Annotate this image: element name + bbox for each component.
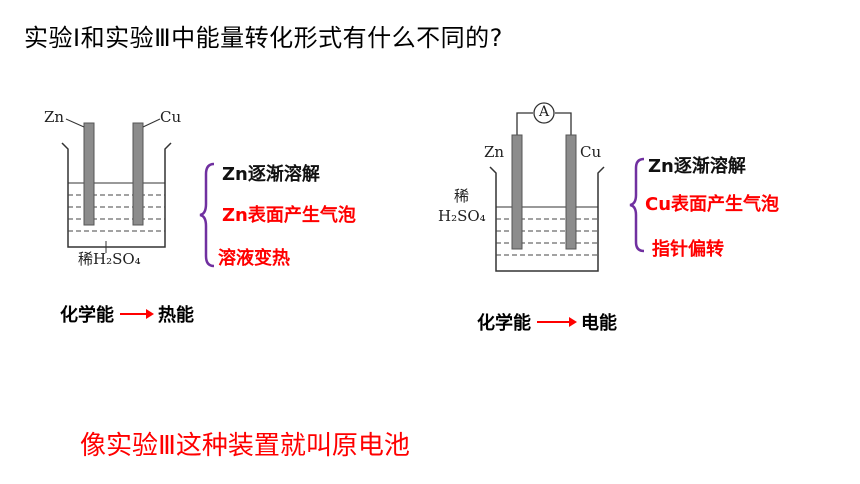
exp3-observation-3: 指针偏转 (652, 239, 724, 260)
ammeter-symbol: A (539, 104, 550, 120)
exp1-observation-1: Zn逐渐溶解 (222, 164, 320, 185)
arrow-right-icon (537, 317, 577, 327)
exp1-solution-label: 稀H₂SO₄ (78, 250, 141, 268)
exp1-observation-2: Zn表面产生气泡 (222, 205, 356, 226)
exp3-conversion-from: 化学能 (477, 313, 531, 334)
exp3-solution-label-2: H₂SO₄ (438, 207, 486, 225)
arrow-right-icon (120, 309, 154, 319)
exp3-energy-conversion: 化学能 电能 (477, 309, 617, 335)
exp3-solution-label-1: 稀 (454, 187, 470, 205)
experiment3-apparatus (489, 102, 605, 272)
exp1-conversion-to: 热能 (158, 305, 194, 326)
exp3-zn-label: Zn (484, 143, 505, 161)
exp1-observation-3: 溶液变热 (218, 248, 290, 269)
question-title: 实验Ⅰ和实验Ⅲ中能量转化形式有什么不同的? (24, 24, 503, 52)
exp1-conversion-from: 化学能 (60, 305, 114, 326)
exp3-brace-icon (629, 157, 645, 253)
exp1-cu-label: Cu (160, 108, 182, 126)
exp3-conversion-to: 电能 (581, 313, 617, 334)
exp3-observation-2: Cu表面产生气泡 (645, 194, 780, 215)
exp1-brace-icon (199, 162, 215, 268)
exp1-energy-conversion: 化学能 热能 (60, 301, 194, 327)
exp3-observation-1: Zn逐渐溶解 (648, 156, 746, 177)
experiment1-apparatus (61, 118, 172, 253)
exp3-cu-label: Cu (580, 143, 602, 161)
exp1-zn-label: Zn (44, 108, 65, 126)
conclusion-text: 像实验Ⅲ这种装置就叫原电池 (80, 431, 410, 461)
